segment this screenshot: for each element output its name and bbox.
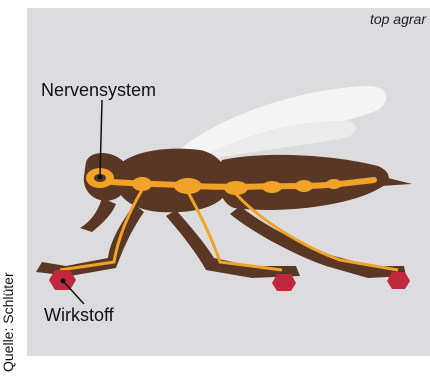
wirkstoff-label: Wirkstoff — [44, 305, 114, 326]
nervensystem-label: Nervensystem — [41, 80, 156, 101]
droplet-icon — [272, 274, 296, 291]
bee-stinger — [380, 176, 412, 186]
wirkstoff-leader-line — [64, 282, 84, 304]
source-credit: Quelle: Schlüter — [0, 222, 16, 372]
brand-label: top agrar — [370, 11, 426, 27]
bee-mouthparts — [80, 198, 116, 232]
